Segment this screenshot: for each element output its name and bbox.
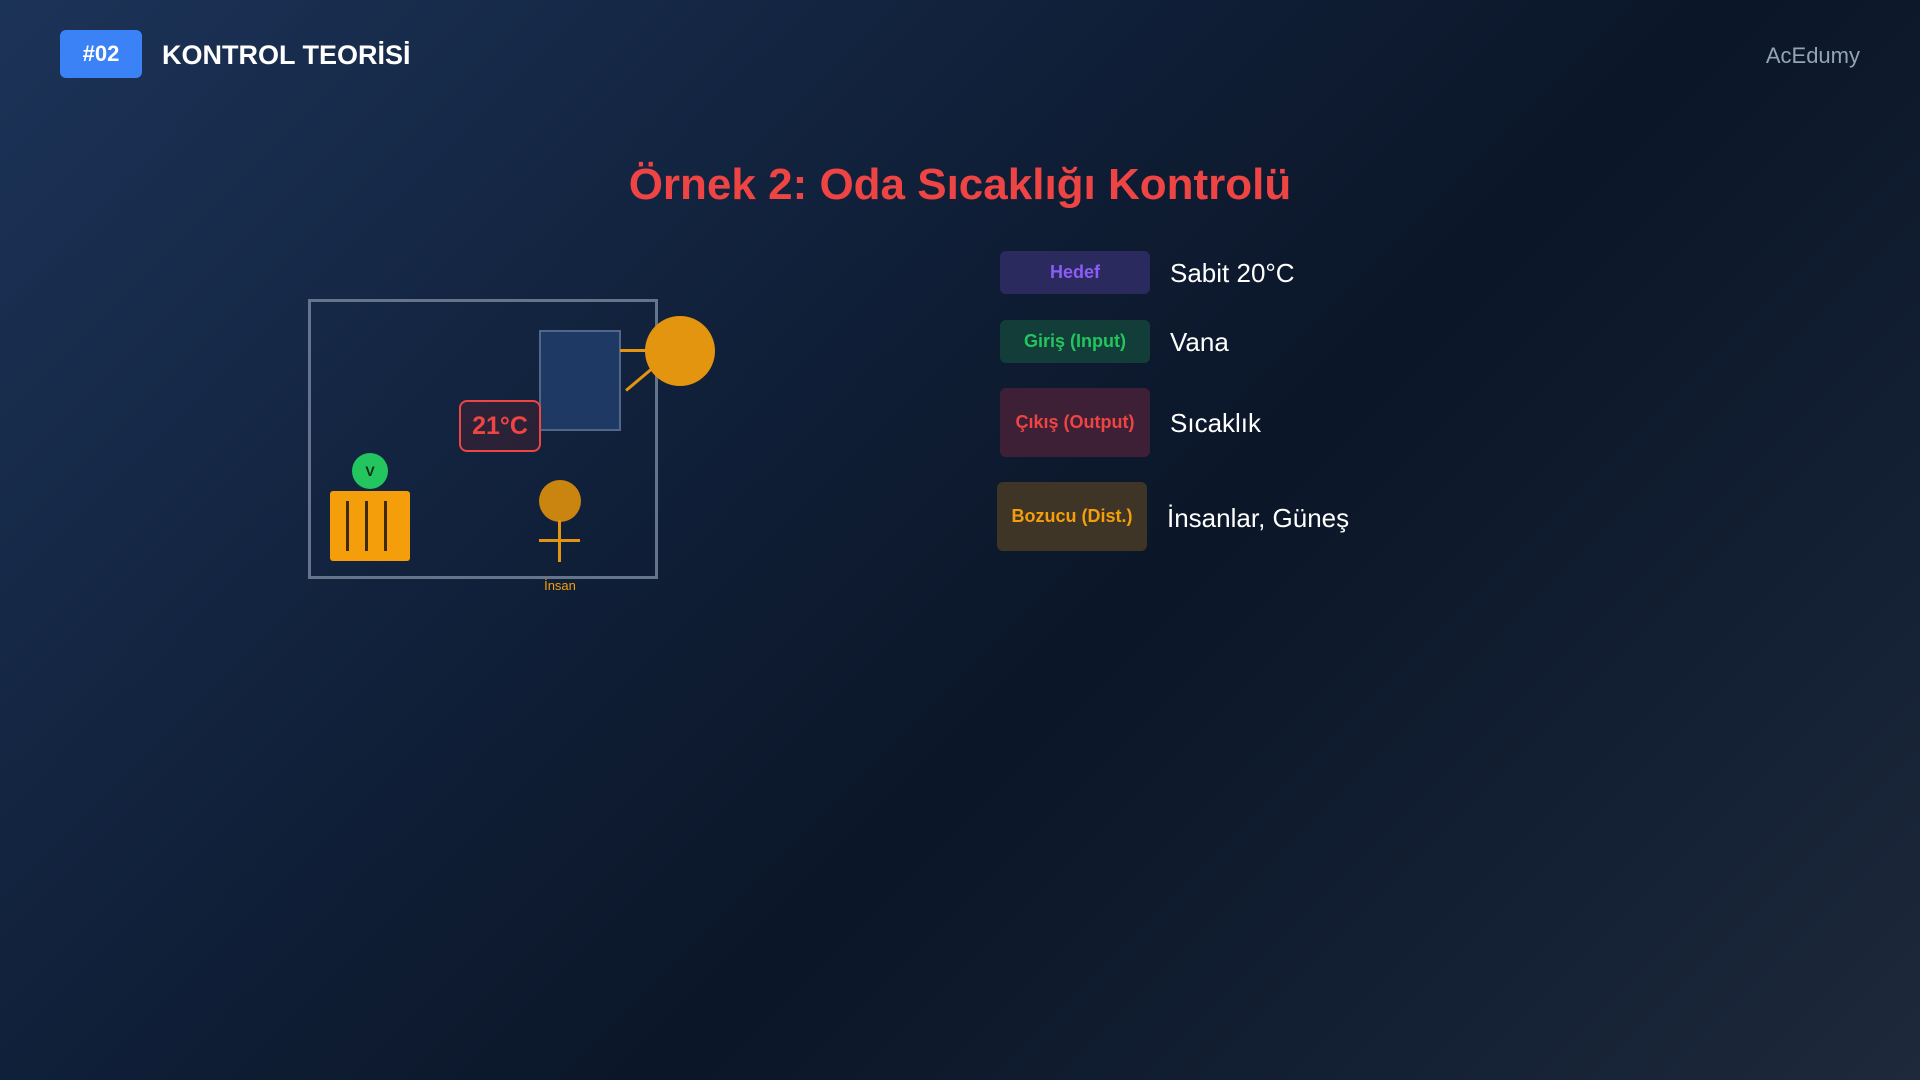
sun-icon <box>645 316 715 386</box>
valve-icon: V <box>352 453 388 489</box>
legend-tag-disturbance: Bozucu (Dist.) <box>997 482 1147 551</box>
legend-tag-output: Çıkış (Output) <box>1000 388 1150 457</box>
person-label: İnsan <box>544 578 576 593</box>
legend-tag-input: Giriş (Input) <box>1000 320 1150 363</box>
radiator-fin <box>365 501 368 551</box>
legend-value-input: Vana <box>1170 327 1229 357</box>
legend-value-target: Sabit 20°C <box>1170 258 1295 288</box>
course-title: KONTROL TEORİSİ <box>162 40 411 70</box>
legend-value-output: Sıcaklık <box>1170 408 1262 438</box>
legend-value-disturbance: İnsanlar, Güneş <box>1167 503 1350 533</box>
radiator-icon <box>330 491 410 561</box>
page-title: Örnek 2: Oda Sıcaklığı Kontrolü <box>628 160 1292 209</box>
radiator-fin <box>346 501 349 551</box>
temperature-display: 21°C <box>459 400 541 452</box>
legend-tag-target: Hedef <box>1000 251 1150 294</box>
brand-logo-text: AcEdumy <box>1765 43 1860 68</box>
person-icon-head <box>539 480 581 522</box>
window <box>539 330 621 431</box>
sun-ray <box>620 349 648 352</box>
radiator-fin <box>384 501 387 551</box>
room-outline <box>308 299 658 579</box>
person-icon-arms <box>539 539 580 542</box>
lesson-number-badge: #02 <box>60 30 142 78</box>
